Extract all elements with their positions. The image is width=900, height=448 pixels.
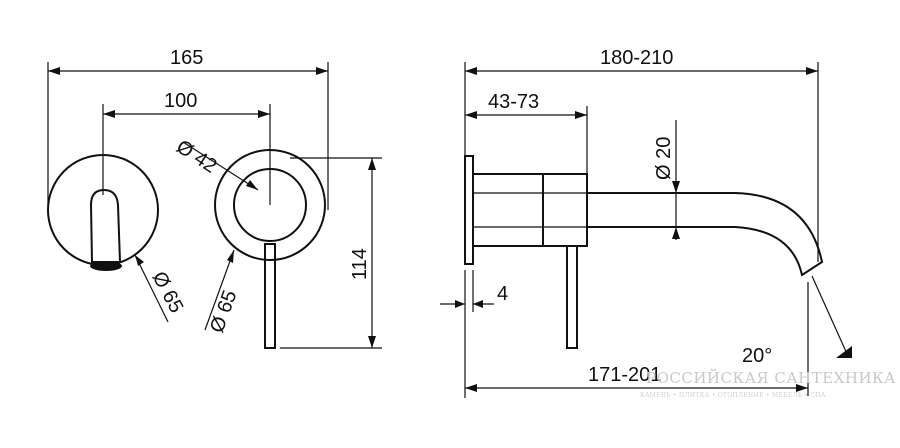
body-block-1 <box>472 173 544 247</box>
lever-handle <box>264 243 276 349</box>
dim-spout-diameter: Ø 20 <box>653 120 680 240</box>
dim-angle: 20° <box>742 275 852 396</box>
watermark: РОССИЙСКАЯ САНТЕХНИКА КАМЕНЬ • ПЛИТКА • … <box>640 368 896 399</box>
dim-spout-rosette-diameter: Ø 65 <box>134 254 187 323</box>
watermark-line2: КАМЕНЬ • ПЛИТКА • ОТОПЛЕНИЕ • МЕБЕЛЬ • С… <box>640 392 826 399</box>
dim-adjust-range: 43-73 <box>465 91 588 174</box>
dim-front-width: 165 <box>47 47 329 210</box>
dim-label: 43-73 <box>488 91 539 113</box>
side-view <box>464 155 824 349</box>
spout-outlet <box>90 261 122 271</box>
dim-label: Ø 20 <box>653 137 675 180</box>
dim-plate-thickness: 4 <box>440 270 508 312</box>
dim-label: 114 <box>349 248 371 280</box>
dim-label: 4 <box>497 283 508 305</box>
dim-label: 100 <box>164 90 197 112</box>
dim-center-distance: 100 <box>102 90 271 205</box>
dim-spout-length: 171-201 <box>464 312 808 398</box>
dim-lever-rosette-diameter: Ø 65 <box>204 249 242 336</box>
watermark-line1: РОССИЙСКАЯ САНТЕХНИКА <box>646 368 896 387</box>
dim-label: 180-210 <box>600 47 673 69</box>
dim-label: 165 <box>170 47 203 69</box>
dim-height: 114 <box>280 157 382 349</box>
dim-cap-diameter: Ø 42 <box>172 136 259 191</box>
spout-outline <box>89 188 122 263</box>
lever-side <box>566 245 578 349</box>
dim-label: Ø 65 <box>206 287 242 335</box>
body-block-2 <box>542 173 588 247</box>
wall-plate <box>464 155 474 265</box>
dim-label: 171-201 <box>588 364 661 386</box>
dim-side-length: 180-210 <box>464 47 819 262</box>
dim-label: 20° <box>742 345 772 367</box>
spout-side <box>587 192 824 277</box>
dim-label: Ø 42 <box>172 136 220 178</box>
